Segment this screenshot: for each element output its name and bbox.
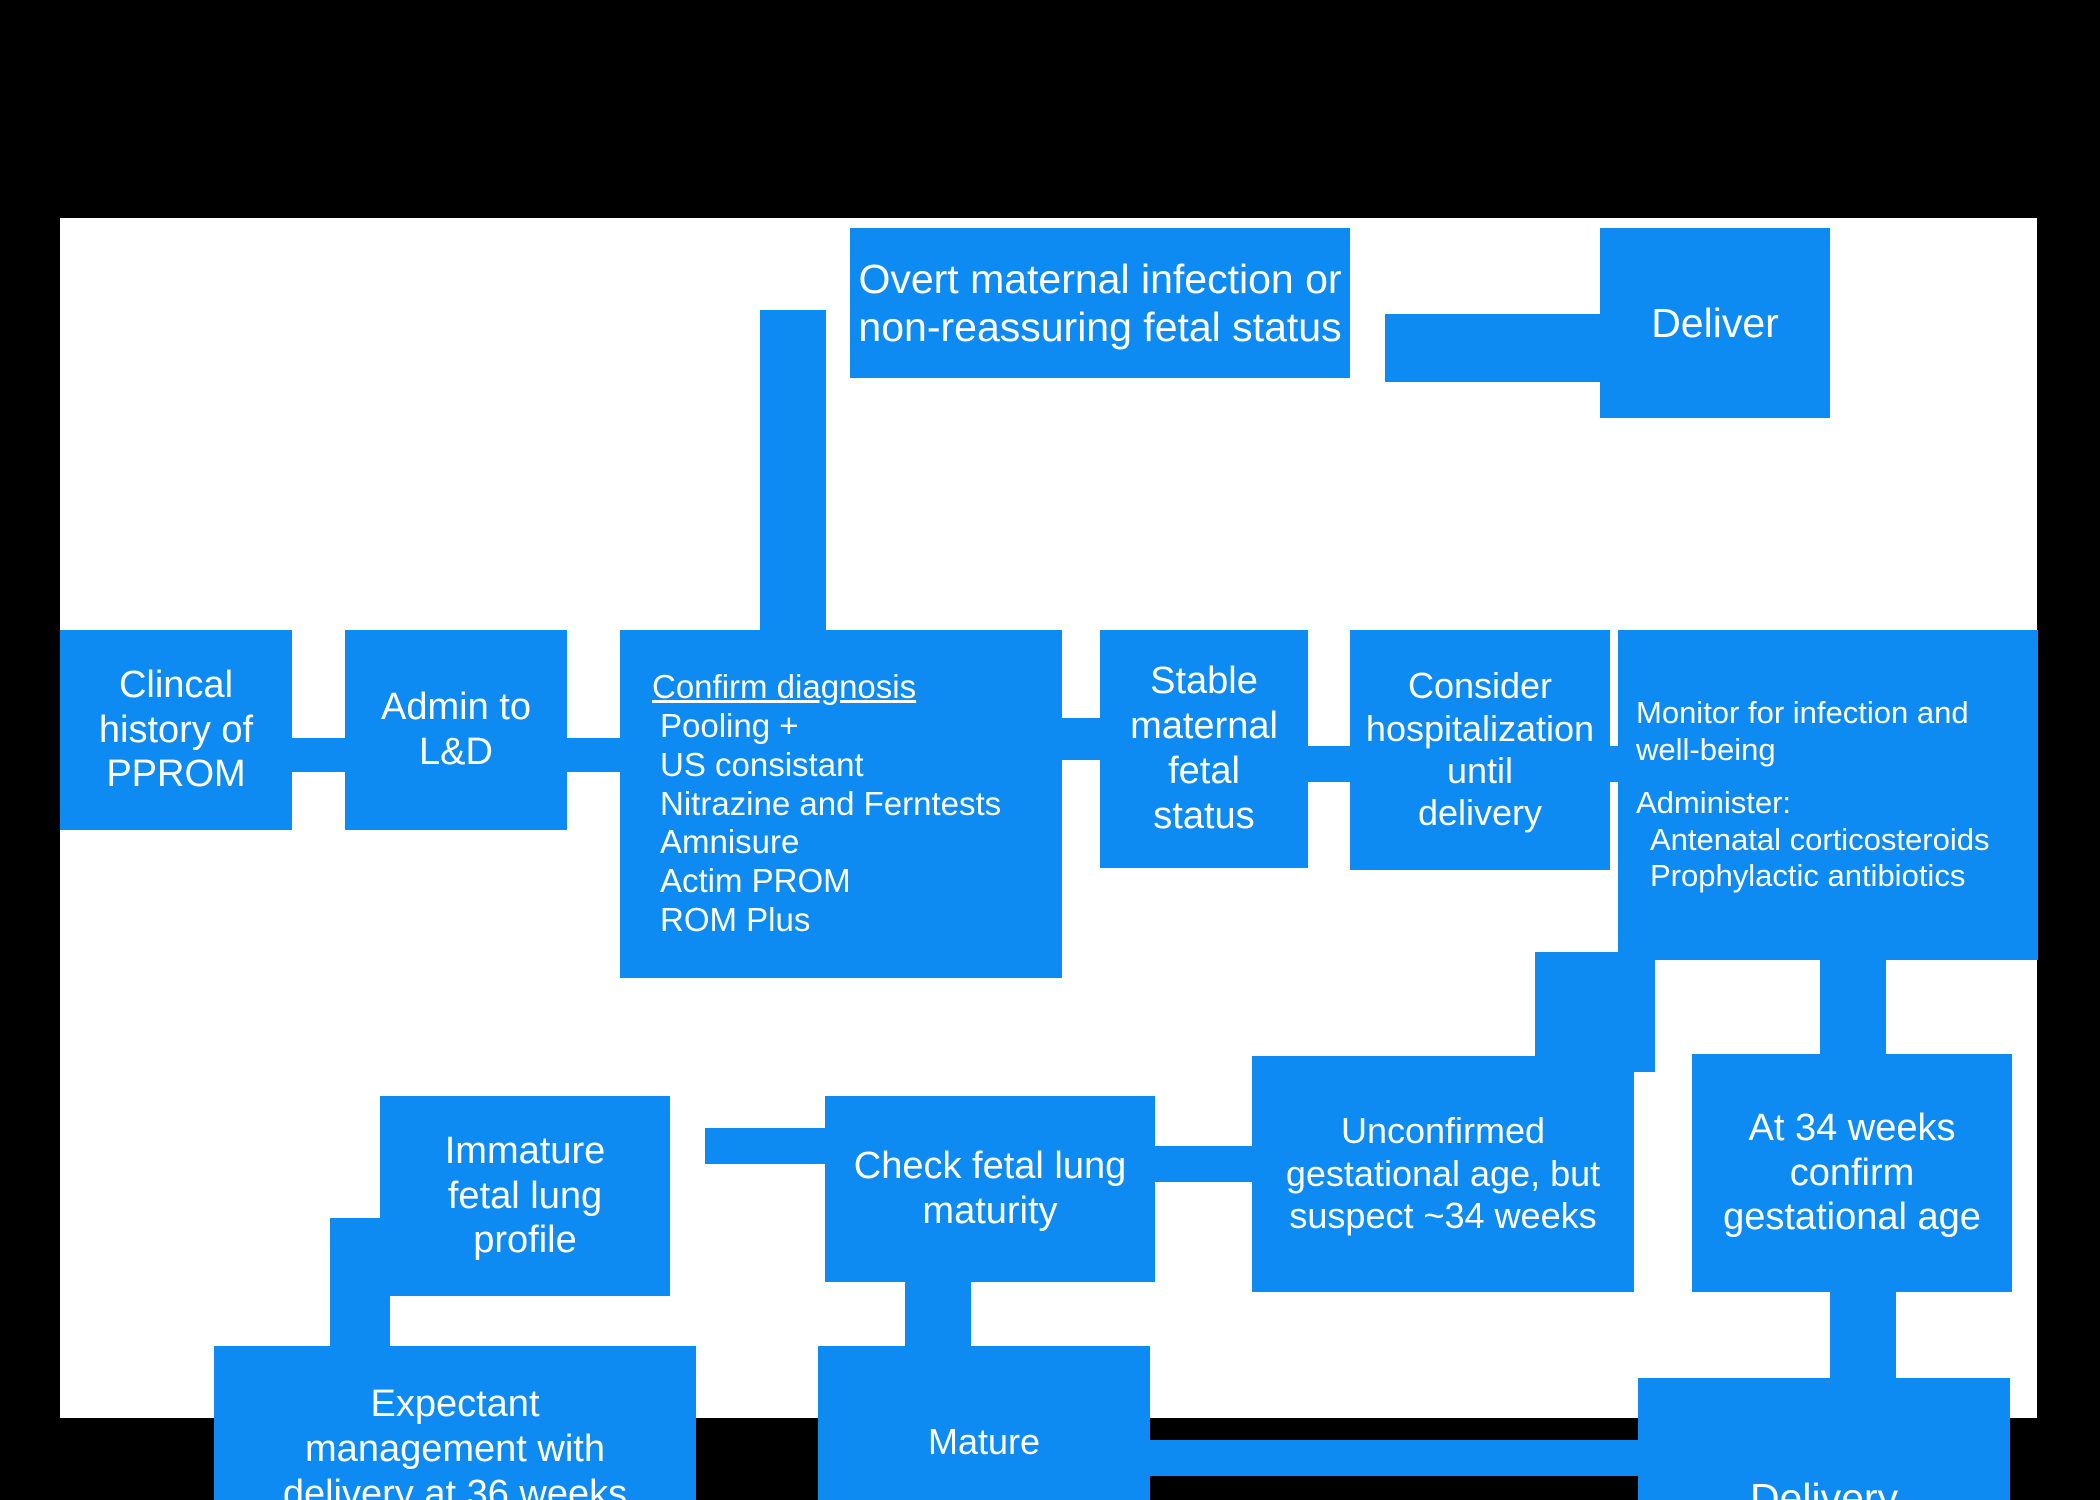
history-line-3: PPROM <box>106 753 246 796</box>
node-admit-to-ld[interactable]: Admin to L&D <box>345 630 567 830</box>
check-line-2: maturity <box>922 1190 1058 1232</box>
overt-line-2: non-reassuring fetal status <box>858 304 1342 350</box>
node-consider-hospitalization[interactable]: Consider hospitalization until delivery <box>1350 630 1610 870</box>
node-overt-maternal-infection[interactable]: Overt maternal infection or non-reassuri… <box>850 228 1350 378</box>
stable-line-4: status <box>1153 794 1255 837</box>
connector-unconfirmed-to-check <box>1145 1146 1257 1182</box>
connector-confirm-to-overt <box>760 310 826 632</box>
administer-item-1: Prophylactic antibiotics <box>1650 858 1966 894</box>
node-unconfirmed-gestational-age[interactable]: Unconfirmed gestational age, but suspect… <box>1252 1056 1634 1292</box>
monitor-line-1: Monitor for infection and <box>1636 695 1969 731</box>
node-expectant-management[interactable]: Expectant management with delivery at 36… <box>214 1346 696 1500</box>
unconfirmed-line-1: Unconfirmed <box>1340 1110 1546 1152</box>
history-line-1: Clincal <box>118 663 234 706</box>
admit-line-2: L&D <box>419 731 493 773</box>
monitor-line-2: well-being <box>1636 731 1776 767</box>
stable-line-3: fetal <box>1168 750 1240 792</box>
consider-line-1: Consider <box>1407 665 1553 707</box>
confirm-item-4: Actim PROM <box>660 862 851 900</box>
unconfirmed-line-3: suspect ~34 weeks <box>1289 1195 1597 1237</box>
connector-overt-to-deliver <box>1385 314 1600 382</box>
connector-history-to-admit <box>290 738 350 772</box>
stable-line-2: maternal <box>1130 705 1278 748</box>
node-mature[interactable]: Mature <box>818 1346 1150 1500</box>
confirm-item-5: ROM Plus <box>660 901 811 939</box>
consider-line-4: delivery <box>1417 792 1543 834</box>
consider-line-3: until <box>1446 750 1514 791</box>
node-immature-fetal-lung-profile[interactable]: Immature fetal lung profile <box>380 1096 670 1296</box>
admit-line-1: Admin to <box>381 686 531 729</box>
expectant-line-2: management with <box>305 1428 605 1471</box>
stable-line-1: Stable <box>1150 660 1258 703</box>
at34-line-3: gestational age <box>1723 1196 1981 1239</box>
node-confirm-diagnosis[interactable]: Confirm diagnosis Pooling + US consistan… <box>620 630 1062 978</box>
connector-check-to-immature <box>705 1128 835 1164</box>
node-delivery[interactable]: Delivery <box>1638 1378 2010 1500</box>
node-check-fetal-lung-maturity[interactable]: Check fetal lung maturity <box>825 1096 1155 1282</box>
check-line-1: Check fetal lung <box>853 1145 1127 1188</box>
connector-monitor-to-34weeks <box>1820 952 1886 1056</box>
confirm-heading: Confirm diagnosis <box>652 667 917 705</box>
node-deliver[interactable]: Deliver <box>1600 228 1830 418</box>
administer-heading: Administer: <box>1636 785 1792 821</box>
at34-line-2: confirm <box>1789 1151 1915 1194</box>
delivery-label: Delivery <box>1749 1474 1899 1500</box>
confirm-item-3: Amnisure <box>660 823 800 861</box>
unconfirmed-line-2: gestational age, but <box>1285 1152 1601 1194</box>
connector-monitor-to-unconfirmed <box>1535 952 1655 1072</box>
node-stable-maternal-fetal-status[interactable]: Stable maternal fetal status <box>1100 630 1308 868</box>
expectant-line-3: delivery at 36 weeks <box>282 1473 628 1500</box>
history-line-2: history of <box>98 708 254 751</box>
confirm-item-0: Pooling + <box>660 706 799 744</box>
monitor-spacer <box>1636 768 2038 785</box>
at34-line-1: At 34 weeks <box>1748 1106 1956 1149</box>
consider-line-2: hospitalization <box>1365 707 1595 749</box>
deliver-label: Deliver <box>1651 299 1779 346</box>
expectant-line-1: Expectant <box>370 1383 540 1426</box>
node-at-34-weeks-confirm-age[interactable]: At 34 weeks confirm gestational age <box>1692 1054 2012 1292</box>
overt-line-1: Overt maternal infection or <box>858 255 1342 302</box>
node-monitor-and-administer[interactable]: Monitor for infection and well-being Adm… <box>1618 630 2038 960</box>
confirm-item-1: US consistant <box>660 745 864 783</box>
mature-label: Mature <box>927 1420 1041 1462</box>
administer-item-0: Antenatal corticosteroids <box>1650 821 1990 857</box>
immature-line-2: fetal lung <box>447 1174 603 1217</box>
confirm-item-2: Nitrazine and Ferntests <box>660 784 1002 822</box>
flowchart-canvas: Overt maternal infection or non-reassuri… <box>60 218 2038 1500</box>
immature-line-1: Immature <box>444 1129 606 1172</box>
immature-line-3: profile <box>473 1219 577 1262</box>
node-clinical-history-pprom[interactable]: Clincal history of PPROM <box>60 630 292 830</box>
connector-mature-to-delivery <box>1145 1440 1645 1476</box>
